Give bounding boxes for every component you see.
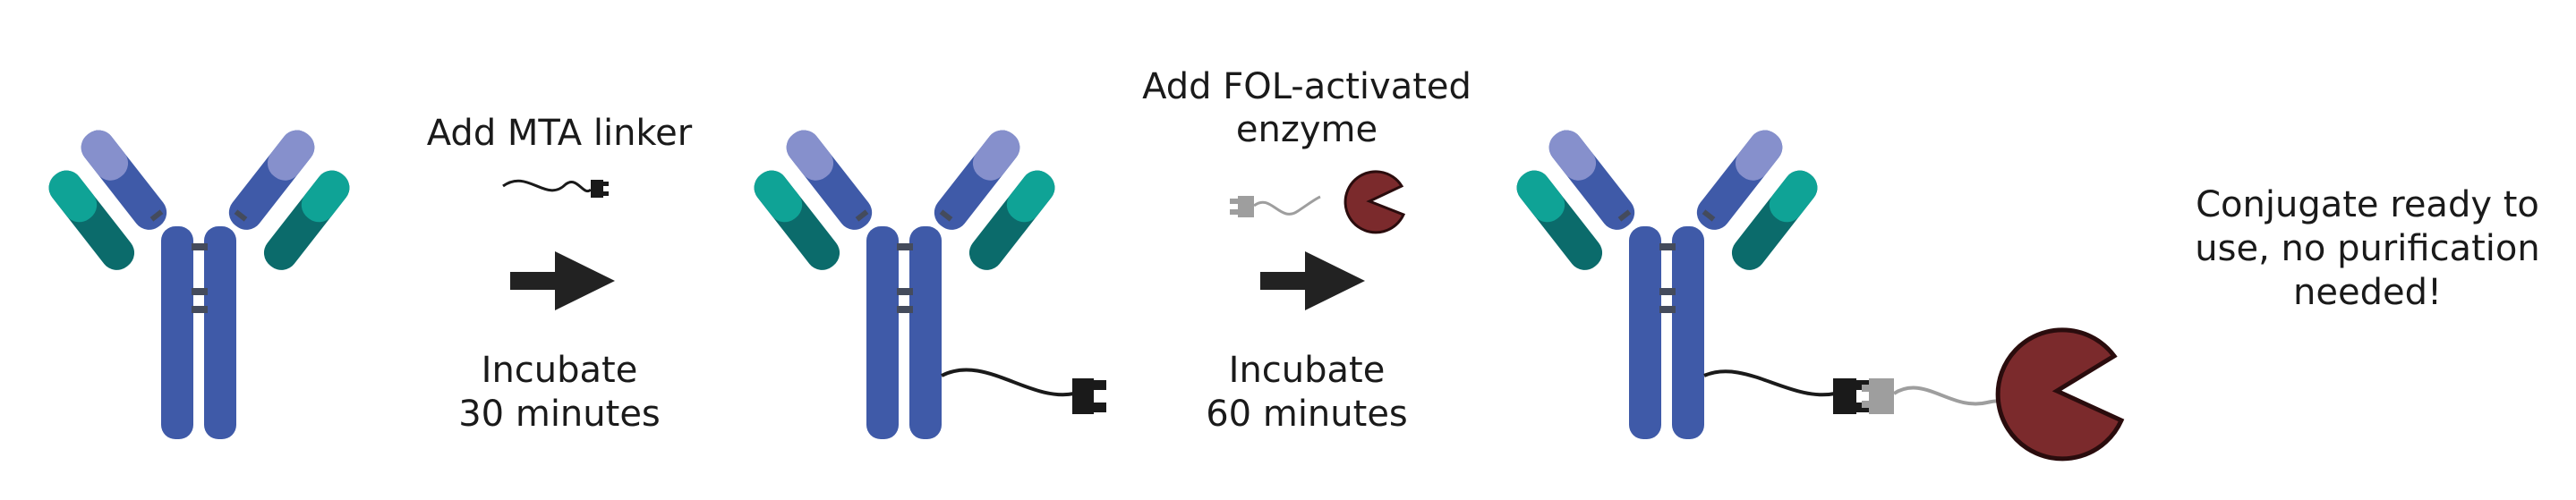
antibody-icon <box>1510 123 1824 439</box>
step2-action-label: Add FOL-activated <box>1142 66 1471 107</box>
right-arrow-icon <box>510 251 615 310</box>
antibody-icon <box>747 123 1062 439</box>
right-arrow-icon <box>1260 251 1365 310</box>
result-label-line1: Conjugate ready to <box>2196 184 2539 225</box>
mta-linker-icon <box>941 368 1106 414</box>
step2-action-label-cont: enzyme <box>1236 109 1378 150</box>
step2-incubate-label: Incubate <box>1229 350 1386 391</box>
result-label-line3: needed! <box>2293 272 2442 313</box>
step1-incubate-label: Incubate <box>482 350 638 391</box>
enzyme-icon <box>1230 170 1406 234</box>
step1-duration-label: 30 minutes <box>458 394 661 435</box>
conjugate-linker-enzyme <box>1703 327 2125 462</box>
result-label-line2: use, no purification <box>2195 228 2539 269</box>
antibody-icon <box>42 123 356 439</box>
step2-duration-label: 60 minutes <box>1206 394 1408 435</box>
step1-action-label: Add MTA linker <box>427 113 693 154</box>
mta-linker-icon <box>502 179 609 198</box>
